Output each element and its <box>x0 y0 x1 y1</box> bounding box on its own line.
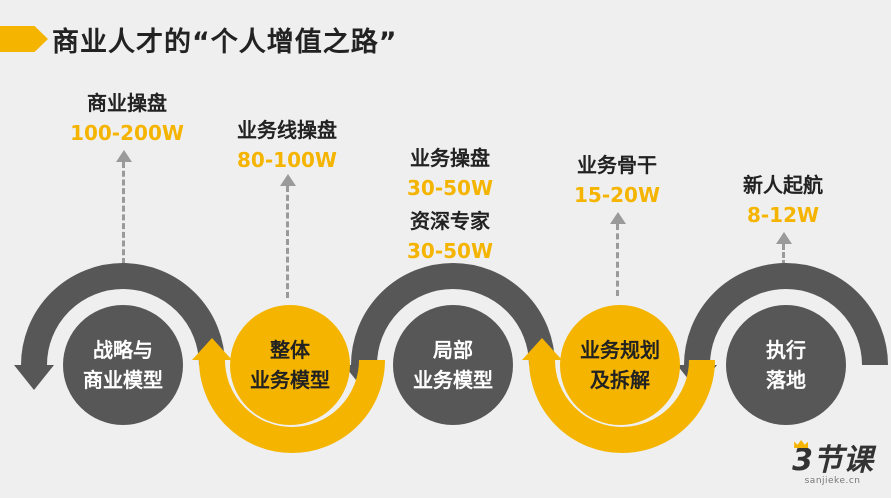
node-line1: 业务规划 <box>580 338 660 362</box>
node-line2: 落地 <box>766 368 806 392</box>
node-line1: 整体 <box>270 338 310 362</box>
dashed-connector <box>616 224 619 296</box>
logo-site: sanjieke.cn <box>804 476 861 486</box>
node-label-2: 整体 业务模型 <box>235 335 345 395</box>
crown-icon <box>794 440 809 448</box>
node-line1: 战略与 <box>93 338 153 362</box>
dashed-connector <box>782 244 785 266</box>
stage-role: 商业操盘 <box>87 91 167 115</box>
node-circle-3 <box>393 305 513 425</box>
node-line2: 及拆解 <box>590 368 650 392</box>
node-line2: 业务模型 <box>250 368 330 392</box>
node-circle-2 <box>230 305 350 425</box>
node-line1: 局部 <box>433 338 473 362</box>
stage-salary: 15-20W <box>573 183 661 207</box>
node-line2: 商业模型 <box>83 368 163 392</box>
logo-mark: 3节课 <box>792 443 873 478</box>
stage-2: 业务线操盘 80-100W <box>222 115 352 175</box>
stage-role: 业务操盘 <box>410 146 490 170</box>
node-line2: 业务模型 <box>413 368 493 392</box>
stage-role: 业务骨干 <box>577 153 657 177</box>
stage-salary: 30-50W <box>406 176 494 200</box>
stage-5: 新人起航 8-12W <box>718 170 848 230</box>
page-title: 商业人才的“个人增值之路” <box>52 27 398 58</box>
node-label-5: 执行 落地 <box>731 335 841 395</box>
node-label-1: 战略与 商业模型 <box>68 335 178 395</box>
dark-arc-3 <box>684 263 888 366</box>
stage-3: 业务操盘 30-50W 资深专家 30-50W <box>385 143 515 266</box>
stage-salary: 100-200W <box>70 121 184 145</box>
stage-role: 新人起航 <box>743 173 823 197</box>
up-arrow-icon <box>280 174 296 186</box>
node-circle-5 <box>726 305 846 425</box>
stage-role: 业务线操盘 <box>237 118 337 142</box>
stage-role-secondary: 资深专家 <box>410 209 490 233</box>
stage-salary-secondary: 30-50W <box>406 239 494 263</box>
stage-salary: 8-12W <box>746 203 820 227</box>
node-line1: 执行 <box>766 338 806 362</box>
yellow-arc-arrow-2 <box>522 338 562 360</box>
up-arrow-icon <box>776 232 792 244</box>
stage-4: 业务骨干 15-20W <box>552 150 682 210</box>
up-arrow-icon <box>116 150 132 162</box>
node-circle-4 <box>560 305 680 425</box>
node-circle-1 <box>63 305 183 425</box>
stage-salary: 80-100W <box>237 148 337 172</box>
yellow-arc-arrow-1 <box>192 338 232 360</box>
dark-arc-2 <box>351 263 555 366</box>
yellow-arc-2 <box>529 359 715 453</box>
node-label-3: 局部 业务模型 <box>398 335 508 395</box>
node-label-4: 业务规划 及拆解 <box>565 335 675 395</box>
yellow-arc-1 <box>199 359 385 453</box>
stage-1: 商业操盘 100-200W <box>62 88 192 148</box>
brand-logo: 3节课 sanjieke.cn <box>792 440 873 486</box>
dark-arc-arrow-1 <box>14 365 54 390</box>
dark-arc-1 <box>21 263 225 366</box>
up-arrow-icon <box>610 212 626 224</box>
dashed-connector <box>122 162 125 264</box>
dashed-connector <box>286 186 289 298</box>
